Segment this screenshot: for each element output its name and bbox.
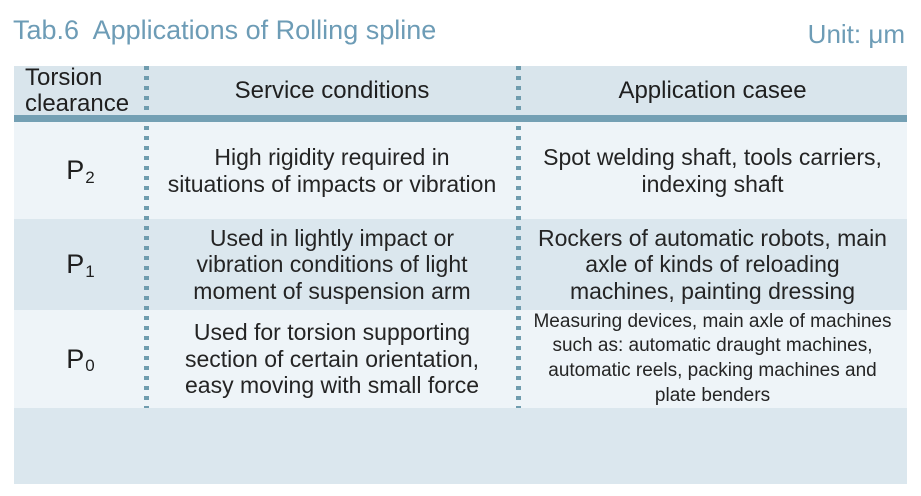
header-separator-line <box>14 115 907 122</box>
service-conditions-text: High rigidity required in situations of … <box>167 144 497 197</box>
application-case-cell: Spot welding shaft, tools carriers, inde… <box>518 122 907 219</box>
page-title: Tab.6 Applications of Rolling spline <box>13 15 437 45</box>
application-case-text: Spot welding shaft, tools carriers, inde… <box>543 144 882 197</box>
column-header-service-conditions: Service conditions <box>146 66 518 115</box>
application-case-text: Rockers of automatic robots, main axle o… <box>538 224 887 304</box>
application-case-cell: Measuring devices, main axle of machines… <box>518 310 907 408</box>
column-header-label: Torsion clearance <box>25 64 130 117</box>
column-header-label: Application casee <box>618 76 807 104</box>
grade-subscript: 0 <box>85 356 95 375</box>
table-footer-band <box>14 408 907 484</box>
service-conditions-text: Used in lightly impact or vibration cond… <box>193 224 471 304</box>
grade-symbol: P <box>66 343 85 374</box>
application-case-text: Measuring devices, main axle of machines… <box>533 310 892 406</box>
unit-label: Unit: μm <box>807 19 905 49</box>
applications-table: Torsion clearance Service conditions App… <box>14 64 907 484</box>
column-header-torsion-clearance: Torsion clearance <box>14 64 146 117</box>
grade-subscript: 2 <box>85 167 95 187</box>
grade-symbol: P <box>66 155 85 185</box>
grade-symbol: P <box>66 249 85 279</box>
title-bar: Tab.6 Applications of Rolling spline Uni… <box>13 0 907 66</box>
service-conditions-cell: High rigidity required in situations of … <box>146 122 518 219</box>
column-divider-2 <box>516 66 521 408</box>
table-header-row: Torsion clearance Service conditions App… <box>14 64 907 117</box>
application-case-cell: Rockers of automatic robots, main axle o… <box>518 219 907 310</box>
column-divider-1 <box>144 66 149 408</box>
service-conditions-cell: Used in lightly impact or vibration cond… <box>146 219 518 310</box>
service-conditions-cell: Used for torsion supporting section of c… <box>146 310 518 408</box>
column-header-application-case: Application casee <box>518 66 907 115</box>
column-header-label: Service conditions <box>234 76 430 104</box>
service-conditions-text: Used for torsion supporting section of c… <box>184 319 480 399</box>
grade-subscript: 1 <box>85 261 95 281</box>
